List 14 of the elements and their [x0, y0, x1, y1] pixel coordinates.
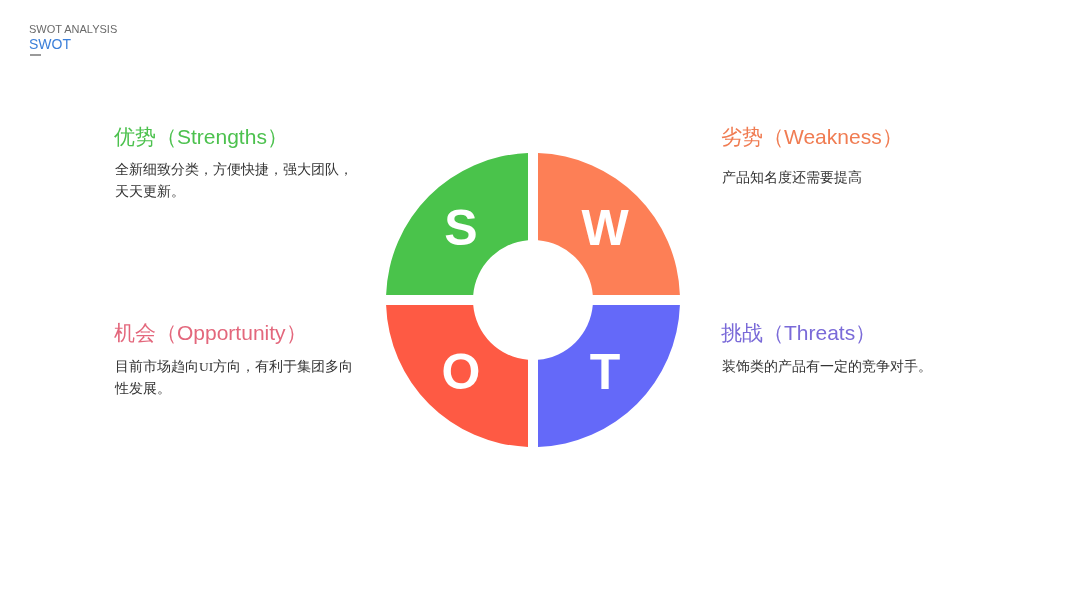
segment-letter: O [441, 347, 481, 397]
page-title: SWOT [29, 35, 71, 53]
section-heading: 优势（Strengths） [114, 124, 288, 150]
description-text: 装饰类的产品有一定的竞争对手。 [722, 358, 933, 376]
segment-letter: T [589, 347, 621, 397]
header-caption: SWOT ANALYSIS [29, 22, 118, 36]
description-text: 产品知名度还需要提高 [722, 169, 863, 187]
section-heading: 机会（Opportunity） [114, 320, 307, 346]
description-text: 全新细致分类，方便快捷，强大团队，天天更新。 [115, 161, 354, 201]
section-heading: 挑战（Threats） [721, 320, 877, 346]
segment-letter: S [444, 203, 478, 253]
section-heading: 劣势（Weakness） [721, 124, 903, 150]
segment-letter: W [581, 203, 629, 253]
description-text: 目前市场趋向UI方向，有利于集团多向性发展。 [115, 358, 355, 398]
